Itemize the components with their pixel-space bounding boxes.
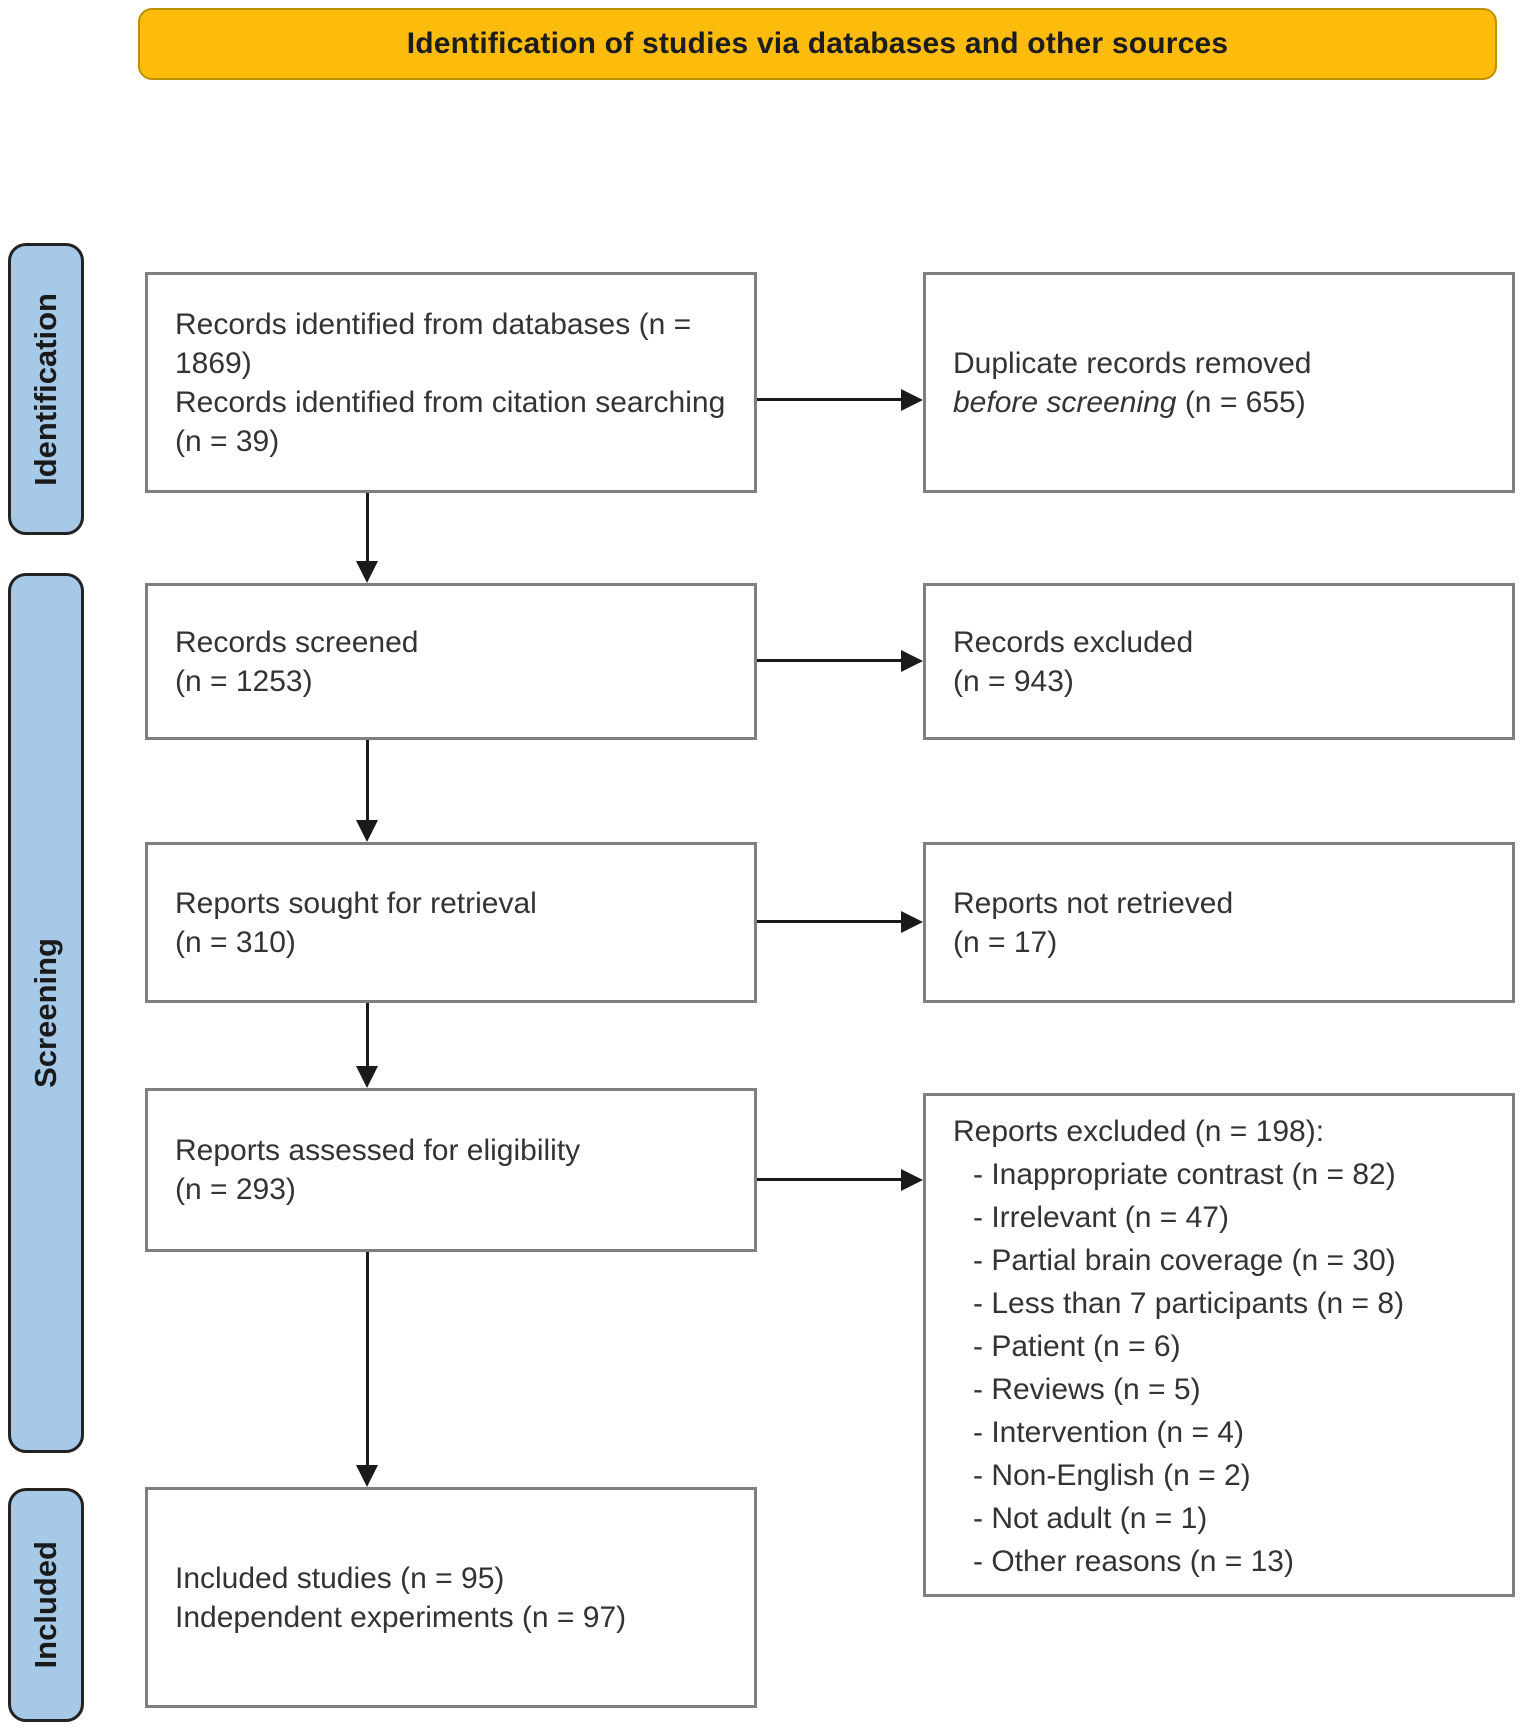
exclusion-reason-item: - Non-English (n = 2) <box>973 1459 1251 1492</box>
exclusion-reason-item: - Other reasons (n = 13) <box>973 1545 1294 1578</box>
text-line: (n = 1253) <box>175 664 313 698</box>
arrow-down-sought-to-assessed <box>366 1003 369 1066</box>
stage-bar-screening: Screening <box>8 573 84 1453</box>
exclusion-reason-item: - Not adult (n = 1) <box>973 1502 1208 1535</box>
box-included-studies: Included studies (n = 95) Independent ex… <box>145 1487 757 1708</box>
box-reports-sought: Reports sought for retrieval (n = 310) <box>145 842 757 1003</box>
arrow-right-head-icon <box>901 650 923 672</box>
text-line: Independent experiments (n = 97) <box>175 1600 627 1634</box>
exclusion-reasons-list: - Inappropriate contrast (n = 82) - Irrel… <box>953 1153 1494 1583</box>
arrow-down-head-icon <box>356 1066 378 1088</box>
arrow-down-head-icon <box>356 1465 378 1487</box>
text-line: Records identified from databases (n = 1… <box>175 307 692 380</box>
text-segment: (n = 655) <box>1176 385 1306 419</box>
diagram-title-banner: Identification of studies via databases … <box>138 8 1497 80</box>
box-reports-excluded-reasons: Reports excluded (n = 198): - Inappropri… <box>923 1093 1515 1597</box>
exclusion-reason-item: - Inappropriate contrast (n = 82) <box>973 1158 1396 1191</box>
box-reports-not-retrieved: Reports not retrieved (n = 17) <box>923 842 1515 1003</box>
exclusion-reason-item: - Reviews (n = 5) <box>973 1373 1201 1406</box>
stage-label-screening: Screening <box>28 938 63 1088</box>
text-line: Records screened <box>175 625 419 659</box>
arrow-right-assessed-to-excluded-reasons <box>757 1178 901 1181</box>
box-duplicate-records-removed: Duplicate records removed before screeni… <box>923 272 1515 493</box>
italic-phrase: before screening <box>953 385 1177 419</box>
text-line: Reports sought for retrieval <box>175 886 537 920</box>
arrow-right-head-icon <box>901 389 923 411</box>
text-line: Records identified from citation searchi… <box>175 385 726 458</box>
exclusion-reason-item: - Partial brain coverage (n = 30) <box>973 1244 1396 1277</box>
box-records-excluded: Records excluded (n = 943) <box>923 583 1515 740</box>
exclusion-reason-item: - Less than 7 participants (n = 8) <box>973 1287 1405 1320</box>
text-line: (n = 17) <box>953 925 1058 959</box>
text-line: (n = 293) <box>175 1173 296 1206</box>
arrow-right-head-icon <box>901 911 923 933</box>
text-line: Records excluded <box>953 625 1194 659</box>
text-line: Included studies (n = 95) <box>175 1561 505 1595</box>
text-line: before screening (n = 655) <box>953 383 1494 422</box>
exclusion-reason-item: - Intervention (n = 4) <box>973 1416 1244 1449</box>
arrow-down-identified-to-screened <box>366 493 369 561</box>
arrow-down-assessed-to-included <box>366 1252 369 1465</box>
arrow-right-head-icon <box>901 1169 923 1191</box>
arrow-right-sought-to-not-retrieved <box>757 920 901 923</box>
text-line: Reports not retrieved <box>953 886 1234 920</box>
arrow-right-screened-to-excluded <box>757 659 901 662</box>
diagram-title: Identification of studies via databases … <box>406 27 1229 60</box>
arrow-down-head-icon <box>356 820 378 842</box>
text-line: (n = 943) <box>953 664 1074 698</box>
box-reports-assessed: Reports assessed for eligibility (n = 29… <box>145 1088 757 1252</box>
box-records-identified: Records identified from databases (n = 1… <box>145 272 757 493</box>
stage-bar-included: Included <box>8 1488 84 1722</box>
exclusion-reason-item: - Patient (n = 6) <box>973 1330 1181 1363</box>
exclusion-reasons-title: Reports excluded (n = 198): <box>953 1115 1325 1148</box>
stage-bar-identification: Identification <box>8 243 84 535</box>
text-line: Duplicate records removed <box>953 346 1312 380</box>
stage-label-identification: Identification <box>28 292 63 486</box>
stage-label-included: Included <box>28 1541 63 1669</box>
text-line: Reports assessed for eligibility <box>175 1134 581 1167</box>
text-line: (n = 310) <box>175 925 296 959</box>
arrow-right-identified-to-duplicates <box>757 398 901 401</box>
exclusion-reason-item: - Irrelevant (n = 47) <box>973 1201 1229 1234</box>
arrow-down-head-icon <box>356 561 378 583</box>
arrow-down-screened-to-sought <box>366 740 369 820</box>
box-records-screened: Records screened (n = 1253) <box>145 583 757 740</box>
